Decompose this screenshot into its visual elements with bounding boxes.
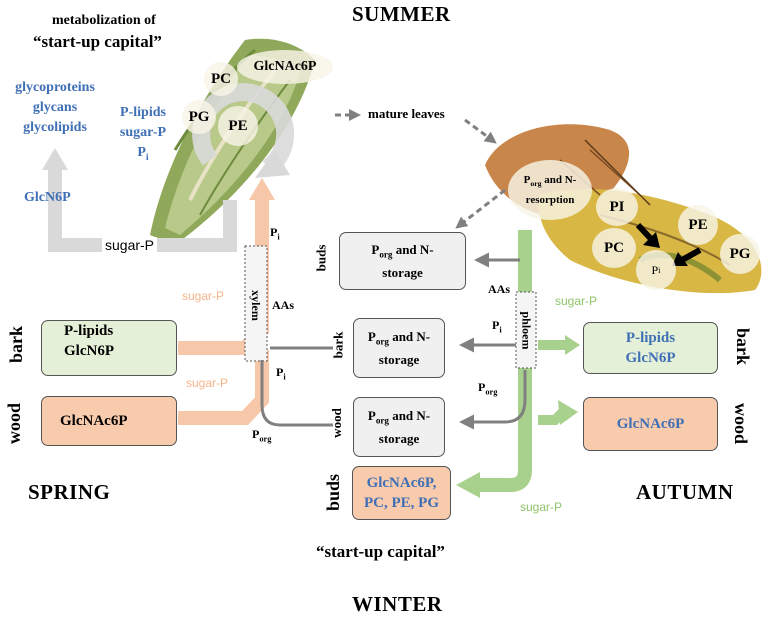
flow-label-aas-right: AAs <box>488 282 511 296</box>
glcn6p-label: GlcN6P <box>24 190 71 205</box>
flow-label-pi-mid: Pi <box>276 365 286 382</box>
left-wood-label: wood <box>4 402 25 445</box>
flow-label-sugar-p-orange-bottom: sugar-P <box>186 376 229 390</box>
bottom-buds-label: buds <box>323 473 344 512</box>
glyco-item: glycans <box>32 100 78 115</box>
bud-circle-pe: PE <box>218 106 258 146</box>
season-spring: SPRING <box>28 480 111 504</box>
flow-label-sugar-p-green-bottom: sugar-P <box>520 500 563 514</box>
center-bark-label: bark <box>330 331 346 359</box>
storage-line2: storage <box>378 430 420 446</box>
storage-line2: storage <box>378 351 420 367</box>
season-autumn: AUTUMN <box>636 480 734 504</box>
right-bark-item: GlcN6P <box>625 350 676 366</box>
glyco-item: glycolipids <box>23 120 87 135</box>
right-bark-box: P-lipids GlcN6P <box>583 322 718 374</box>
left-bark-item: GlcN6P <box>64 343 114 359</box>
bud-circle-glcnac6p: GlcNAc6P <box>237 50 333 84</box>
flow-label-porg-right: Porg <box>478 380 498 397</box>
bud-compound: sugar-P <box>119 125 167 140</box>
storage-box-bark: Porg and N- storage <box>353 318 445 378</box>
bud-compounds-list: P-lipids sugar-P Pi <box>110 103 176 168</box>
bud-circle-pc: PC <box>204 62 238 96</box>
start-up-capital-title: “start-up capital” <box>33 32 162 51</box>
sugar-p-label: sugar-P <box>102 237 158 253</box>
bud-compound: Pi <box>137 145 149 163</box>
leaf-circle-pg: PG <box>720 234 760 274</box>
leaf-circle-pe: PE <box>678 205 718 245</box>
right-wood-box: GlcNAc6P <box>583 397 718 451</box>
storage-line1: Porg and N- <box>367 408 431 426</box>
center-wood-label: wood <box>328 408 344 438</box>
season-summer: SUMMER <box>352 2 451 26</box>
bottom-buds-box: GlcNAc6P, PC, PE, PG <box>352 466 451 520</box>
storage-box-wood: Porg and N- storage <box>353 397 445 457</box>
leaf-circle-pi: PI <box>596 188 638 226</box>
flow-label-aas-left: AAs <box>272 298 295 312</box>
flow-label-pi-right: Pi <box>492 318 502 335</box>
bud-compound: P-lipids <box>120 105 166 120</box>
season-winter: WINTER <box>352 592 443 616</box>
storage-line2: storage <box>382 264 423 280</box>
bottom-buds-item: PC, PE, PG <box>364 495 439 511</box>
storage-line1: Porg and N- <box>367 329 431 347</box>
right-bark-label: bark <box>733 327 754 366</box>
resorption-line2: resorption <box>525 194 575 207</box>
glyco-list: glycoproteins glycans glycolipids <box>6 78 104 138</box>
start-up-capital-bottom: “start-up capital” <box>316 542 445 561</box>
resorption-circle: Porg and N- resorption <box>508 160 592 220</box>
bud-circle-pg: PG <box>182 100 216 134</box>
flow-label-sugar-p-orange-top: sugar-P <box>182 289 225 303</box>
flow-label-porg-left: Porg <box>252 427 272 444</box>
glyco-item: glycoproteins <box>15 80 95 95</box>
right-wood-label: wood <box>731 402 752 445</box>
flow-label-pi-top: Pi <box>270 225 280 242</box>
right-wood-item: GlcNAc6P <box>616 415 685 432</box>
xylem-label: xylem <box>248 290 263 321</box>
resorption-line1: Porg and N- <box>523 173 577 189</box>
mature-leaves-label: mature leaves <box>368 106 445 121</box>
metabolization-label: metabolization of <box>52 13 156 28</box>
right-bark-item: P-lipids <box>625 330 676 346</box>
left-bark-item: P-lipids <box>64 323 114 339</box>
flow-label-sugar-p-green-top: sugar-P <box>555 294 598 308</box>
phloem-label: phloem <box>519 311 534 350</box>
storage-line1: Porg and N- <box>371 242 434 260</box>
left-bark-box: P-lipids GlcN6P <box>41 320 177 376</box>
center-buds-label: buds <box>313 244 329 272</box>
left-wood-box: GlcNAc6P <box>41 396 177 446</box>
storage-box-buds: Porg and N- storage <box>339 232 466 290</box>
leaf-circle-pc: PC <box>592 228 636 268</box>
bottom-buds-item: GlcNAc6P, <box>366 475 437 491</box>
left-bark-label: bark <box>6 325 27 364</box>
